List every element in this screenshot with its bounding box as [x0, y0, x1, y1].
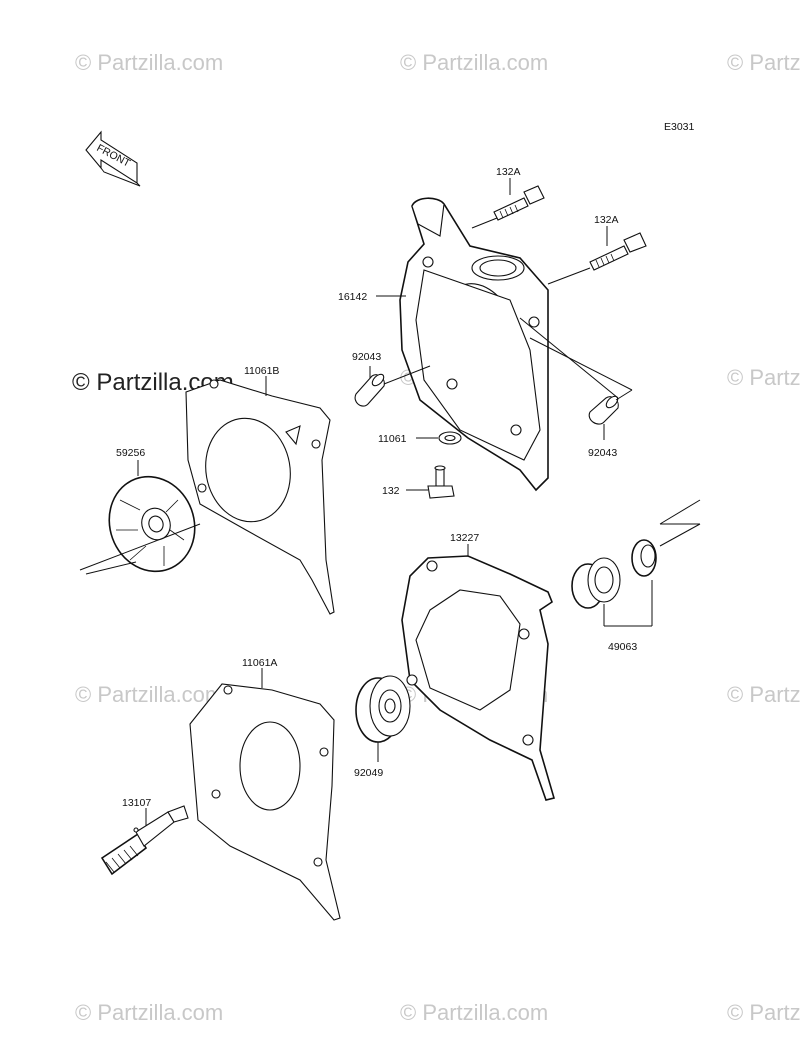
bolt-132a-lower [589, 232, 647, 271]
watermark: © Partzilla.com [727, 682, 800, 707]
gasket-11061b [185, 379, 335, 615]
callout-92049: 92049 [354, 767, 383, 779]
pump-cover-13227 [401, 555, 556, 801]
callout-11061: 11061 [378, 433, 407, 445]
dowel-92043-right [588, 395, 619, 425]
watermark: © Partzilla.com [727, 365, 800, 390]
callout-59256: 59256 [116, 447, 145, 459]
callout-49063: 49063 [608, 641, 637, 653]
callout-11061a: 11061A [242, 657, 277, 669]
washer-11061 [438, 431, 462, 445]
callout-16142: 16142 [338, 291, 367, 303]
watermark: © Partzilla.com [75, 1000, 223, 1025]
watermark: © Partzilla.com [727, 50, 800, 75]
pump-cover-16142 [399, 197, 549, 492]
watermark: © Partzilla.com [727, 1000, 800, 1025]
callout-132a-lower: 132A [594, 214, 619, 226]
impeller-59256 [108, 475, 196, 573]
dowel-92043-left [354, 373, 385, 407]
valve-13107 [100, 805, 189, 876]
gasket-11061a [189, 683, 341, 921]
callout-11061b: 11061B [244, 365, 279, 377]
seal-49063 [571, 539, 657, 609]
bolt-132 [427, 465, 455, 499]
callout-13227: 13227 [450, 532, 479, 544]
callout-132: 132 [382, 485, 400, 497]
watermark: © Partzilla.com [400, 1000, 548, 1025]
bearing-92049 [355, 675, 411, 743]
watermark: © Partzilla.com [400, 50, 548, 75]
watermark: © Partzilla.com [75, 682, 223, 707]
front-arrow-icon: FRONT [85, 130, 141, 187]
watermark: © Partzilla.com [75, 50, 223, 75]
callout-132a-upper: 132A [496, 166, 521, 178]
bolt-132a-upper [493, 185, 545, 221]
diagram-code: E3031 [664, 121, 695, 133]
callout-92043-left: 92043 [352, 351, 381, 363]
callout-13107: 13107 [122, 797, 151, 809]
callout-92043-right: 92043 [588, 447, 617, 459]
